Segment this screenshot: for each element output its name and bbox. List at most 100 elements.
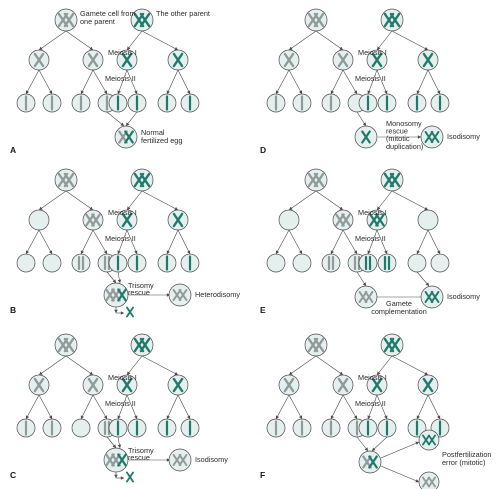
meiosis1-cell (417, 209, 439, 231)
arrowhead-icon (120, 311, 124, 315)
arrow (38, 394, 53, 420)
x-chromosome-arm (121, 377, 133, 393)
meiosis2-gamete-cell (377, 253, 397, 273)
x-chromosome-arm (121, 212, 133, 228)
arrow (330, 229, 344, 255)
meiosis2-label: Meiosis II (355, 399, 386, 408)
arrowhead-icon (186, 250, 191, 254)
arrowhead-icon (367, 250, 371, 254)
gamete-parent-cell (54, 8, 78, 32)
arrowhead-icon (112, 444, 116, 448)
arrowhead-icon (25, 250, 30, 254)
arrow (38, 229, 53, 255)
arrow (288, 30, 317, 51)
arrow (342, 229, 358, 255)
arrow (427, 394, 441, 420)
other-parent-cell (380, 168, 404, 192)
arrowhead-icon (339, 206, 343, 210)
arrow (371, 436, 388, 452)
arrowhead-icon (384, 90, 388, 94)
x-chromosome-arm (313, 172, 325, 188)
arrowhead-icon (362, 282, 366, 286)
x-chromosome-arm (172, 454, 182, 466)
monosomy-rescue-label: duplication) (386, 142, 423, 151)
arrowhead-icon (117, 250, 121, 254)
x-chromosome-arm (422, 377, 434, 393)
arrow (126, 394, 138, 420)
fertilized-egg-cell (358, 450, 382, 474)
panel-label-B: B (10, 305, 16, 315)
meiosis2-gamete-cell (292, 253, 312, 273)
arrowhead-icon (25, 90, 30, 94)
arrowhead-icon (424, 206, 428, 211)
x-chromosome-arm (428, 434, 436, 446)
normal-egg-label: fertilized egg (141, 136, 182, 145)
arrow (117, 69, 128, 95)
arrowhead-icon (415, 479, 419, 483)
arrowhead-icon (134, 415, 138, 419)
x-chromosome-arm (371, 52, 383, 68)
arrow (166, 229, 179, 255)
arrowhead-icon (377, 206, 381, 210)
arrowhead-icon (89, 46, 93, 50)
arrowhead-icon (416, 250, 420, 254)
x-chromosome-arm (172, 289, 182, 301)
arrow (177, 69, 191, 95)
arrowhead-icon (384, 250, 388, 254)
arrow (126, 190, 143, 211)
x-chromosome-arm (389, 172, 401, 188)
meiosis2-label: Meiosis II (355, 234, 386, 243)
arrowhead-icon (330, 90, 335, 94)
arrow (367, 229, 378, 255)
arrowhead-icon (112, 279, 116, 283)
meiosis1-cell (332, 209, 354, 231)
x-chromosome-arm (389, 337, 401, 353)
arrowhead-icon (384, 415, 388, 419)
x-chromosome-arm (364, 291, 374, 303)
arrow (376, 190, 393, 211)
meiosis1-cell (278, 209, 300, 231)
arrowhead-icon (89, 206, 93, 210)
x-chromosome-arm (139, 337, 151, 353)
arrow (391, 355, 429, 376)
x-chromosome-arm (430, 131, 440, 143)
x-chromosome-arm (87, 52, 99, 68)
arrow (416, 69, 429, 95)
x-chromosome-arm (283, 52, 295, 68)
arrow (126, 30, 143, 51)
arrow (275, 229, 290, 255)
x-chromosome-arm (63, 172, 75, 188)
arrowhead-icon (289, 46, 293, 50)
arrowhead-icon (166, 90, 170, 94)
daughter-cell-1 (418, 429, 440, 451)
arrowhead-icon (289, 206, 293, 210)
meiosis1-cell (28, 209, 50, 231)
isodisomy-cell (420, 125, 444, 149)
meiosis2-gamete-cell (16, 253, 36, 273)
x-chromosome-arm (33, 377, 45, 393)
x-chromosome-arm (117, 288, 127, 302)
arrowhead-icon (353, 415, 357, 419)
gamete-parent-cell (54, 333, 78, 357)
arrowhead-icon (417, 135, 421, 139)
arrow (80, 394, 94, 420)
arrow (177, 394, 191, 420)
arrowhead-icon (89, 371, 93, 375)
arrow (376, 355, 393, 376)
x-chromosome-arm (87, 377, 99, 393)
meiosis1-label: Meiosis I (358, 208, 387, 217)
x-chromosome-arm (172, 212, 184, 228)
meiosis1-label: Meiosis I (358, 48, 387, 57)
fertilized-egg-cell (114, 125, 138, 149)
arrow (376, 229, 388, 255)
x-chromosome-arm (63, 337, 75, 353)
arrow (330, 69, 344, 95)
x-chromosome-arm (124, 130, 134, 144)
arrowhead-icon (289, 371, 293, 375)
arrow (126, 355, 143, 376)
arrow (38, 190, 67, 211)
gamete-cell-grey (354, 285, 378, 309)
arrow (117, 394, 128, 420)
arrow (391, 30, 429, 51)
